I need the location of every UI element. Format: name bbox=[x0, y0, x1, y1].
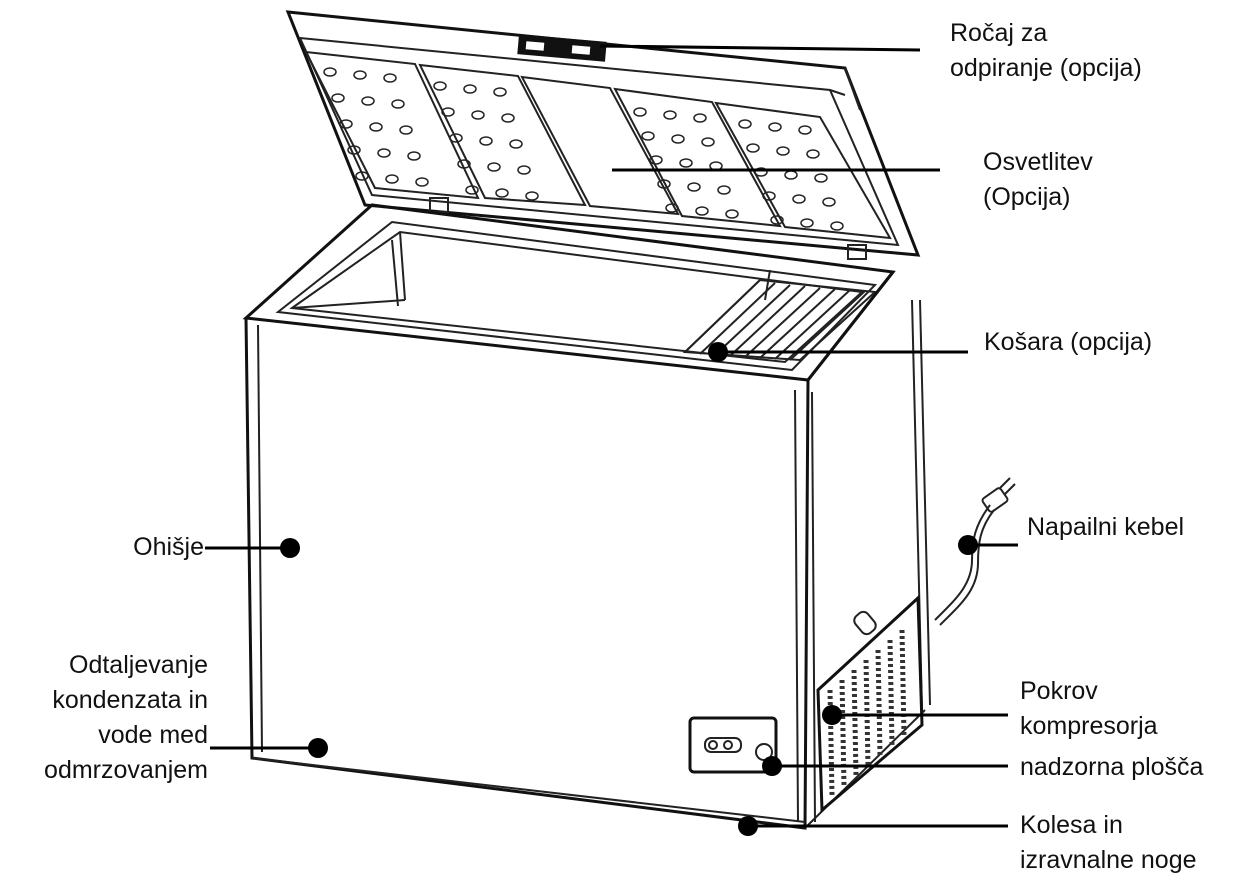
lid-hole bbox=[830, 221, 844, 231]
lid-hole bbox=[754, 167, 768, 177]
lid-hole bbox=[415, 177, 429, 187]
opening-handle bbox=[517, 34, 607, 62]
power-cable bbox=[934, 477, 1016, 626]
lid-hole bbox=[806, 149, 820, 159]
lid-hole bbox=[509, 139, 523, 149]
lid-hole bbox=[339, 119, 353, 129]
lid-hole bbox=[800, 218, 814, 228]
lid-hole bbox=[633, 107, 647, 117]
grille-slot bbox=[839, 679, 847, 786]
grille-slot bbox=[851, 669, 859, 776]
basket bbox=[682, 269, 878, 362]
grille-slot bbox=[863, 659, 871, 766]
label-cabinet: Ohišje bbox=[133, 533, 204, 561]
lid-hole bbox=[479, 136, 493, 146]
callout-basket bbox=[708, 342, 968, 362]
lid-hole bbox=[665, 203, 679, 213]
lid-hole bbox=[493, 87, 507, 97]
lid-hole bbox=[717, 185, 731, 195]
label-drain: Odtaljevanje kondenzata in vode med odmr… bbox=[44, 651, 208, 784]
lid-hole bbox=[784, 170, 798, 180]
lid-hole bbox=[725, 209, 739, 219]
lid-hole bbox=[361, 96, 375, 106]
lid-hole bbox=[391, 99, 405, 109]
lid-hole bbox=[746, 143, 760, 153]
callout-handle bbox=[599, 44, 921, 52]
lid-hole bbox=[649, 155, 663, 165]
callout-drain bbox=[210, 738, 328, 758]
callout-power-cable bbox=[958, 535, 1018, 555]
lid-hole bbox=[463, 84, 477, 94]
lid-hole bbox=[663, 110, 677, 120]
lid-hole bbox=[369, 122, 383, 132]
lid-hole bbox=[377, 148, 391, 158]
lid-hole bbox=[798, 125, 812, 135]
lid-hole bbox=[347, 145, 361, 155]
label-lighting: Osvetlitev (Opcija) bbox=[983, 148, 1093, 211]
lid-hole bbox=[776, 146, 790, 156]
lid-hole bbox=[501, 113, 515, 123]
callout-control-panel bbox=[762, 756, 1008, 776]
lid-hole bbox=[471, 110, 485, 120]
lid-hole bbox=[738, 119, 752, 129]
callout-compressor-cover bbox=[822, 705, 1008, 725]
lid-hole bbox=[695, 206, 709, 216]
label-power-cable: Napailni kebel bbox=[1027, 513, 1185, 541]
cabinet-body bbox=[244, 271, 931, 830]
lid-hole bbox=[679, 158, 693, 168]
lid-hole bbox=[353, 70, 367, 80]
lid-hole bbox=[687, 182, 701, 192]
lid-hole bbox=[822, 197, 836, 207]
lid-hole bbox=[323, 67, 337, 77]
lid-hole bbox=[525, 191, 539, 201]
callout-cabinet bbox=[205, 538, 300, 558]
lid-hole bbox=[768, 122, 782, 132]
lid-hole bbox=[517, 165, 531, 175]
lid-hole bbox=[770, 215, 784, 225]
lid-hole bbox=[407, 151, 421, 161]
label-control-panel: nadzorna plošča bbox=[1020, 753, 1204, 781]
control-panel bbox=[688, 716, 778, 774]
grille-slot bbox=[875, 649, 883, 756]
lid-hole bbox=[792, 194, 806, 204]
lid-hole bbox=[693, 113, 707, 123]
lid-hole bbox=[433, 81, 447, 91]
lid-hole bbox=[383, 73, 397, 83]
lid-hole bbox=[671, 134, 685, 144]
lid-hole bbox=[814, 173, 828, 183]
lid-hole-pattern bbox=[323, 67, 844, 231]
label-handle: Ročaj za odpiranje (opcija) bbox=[950, 19, 1142, 82]
lid-hole bbox=[495, 188, 509, 198]
label-basket: Košara (opcija) bbox=[984, 328, 1153, 356]
lid-hole bbox=[487, 162, 501, 172]
lid-hole bbox=[385, 174, 399, 184]
lid-hole bbox=[331, 93, 345, 103]
lid-hole bbox=[465, 185, 479, 195]
grille-slot bbox=[887, 639, 895, 746]
callout-wheels bbox=[738, 816, 1008, 836]
lid-hole bbox=[762, 191, 776, 201]
lid-hole bbox=[657, 179, 671, 189]
lid bbox=[285, 10, 921, 260]
compressor-cover bbox=[816, 594, 924, 814]
lid-hole bbox=[449, 133, 463, 143]
label-compressor-cover: Pokrov kompresorja bbox=[1020, 677, 1158, 740]
lid-hole bbox=[441, 107, 455, 117]
lid-hole bbox=[641, 131, 655, 141]
label-wheels: Kolesa in izravnalne noge bbox=[1020, 811, 1197, 874]
lid-hole bbox=[457, 159, 471, 169]
grille-slot bbox=[899, 629, 907, 736]
lid-hole bbox=[701, 137, 715, 147]
lid-hole bbox=[355, 171, 369, 181]
lid-hole bbox=[399, 125, 413, 135]
